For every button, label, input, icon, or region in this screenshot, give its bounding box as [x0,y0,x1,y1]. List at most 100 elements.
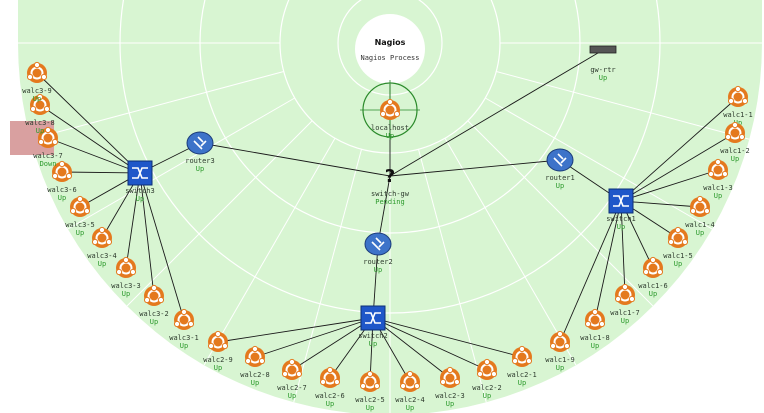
node-status: Up [556,364,564,372]
node-walc2-6[interactable]: walc2-6Up [315,366,345,408]
node-walc1-8[interactable]: walc1-8Up [580,308,610,350]
ubuntu-host-icon [707,158,729,180]
node-status: Up [599,74,607,82]
ubuntu-host-icon [91,226,113,248]
node-walc1-3[interactable]: walc1-3Up [703,158,733,200]
link-line [372,317,523,358]
node-label: walc3-7 [33,152,63,160]
link-line [217,317,374,343]
ubuntu-host-icon [359,370,381,392]
ubuntu-host-icon [29,93,51,115]
link-lines [36,49,739,383]
node-walc2-1[interactable]: walc2-1Up [507,345,537,387]
node-status: Up [406,404,414,412]
link-line [620,132,736,202]
node-walc3-3[interactable]: walc3-3Up [111,256,141,298]
node-status: Up [556,182,564,190]
node-label: walc3-4 [87,252,117,260]
ubuntu-host-icon [511,345,533,367]
node-walc3-8[interactable]: walc3-8Up [25,93,55,135]
node-walc3-5[interactable]: walc3-5Up [65,195,95,237]
node-walc3-1[interactable]: walc3-1Up [169,308,199,350]
node-walc1-9[interactable]: walc1-9Up [545,330,575,372]
node-walc1-6[interactable]: walc1-6Up [638,256,668,298]
node-walc2-5[interactable]: walc2-5Up [355,370,385,412]
node-walc1-1[interactable]: walc1-1Up [723,85,753,127]
node-walc2-4[interactable]: walc2-4Up [395,370,425,412]
radial-spoke [30,70,284,140]
node-label: walc3-6 [47,186,77,194]
node-walc3-4[interactable]: walc3-4Up [87,226,117,268]
radial-spoke [417,149,487,403]
node-label: walc1-4 [685,221,715,229]
link-line [372,317,488,371]
switch-icon [127,160,153,186]
node-walc2-2[interactable]: walc2-2Up [472,358,502,400]
node-label: walc1-8 [580,334,610,342]
node-walc1-4[interactable]: walc1-4Up [685,195,715,237]
link-line [61,171,141,174]
node-walc3-9[interactable]: walc3-9Up [22,61,52,103]
radial-spoke [496,70,750,140]
node-label: walc2-5 [355,396,385,404]
node-status: Up [326,400,334,408]
ubuntu-host-icon [143,284,165,306]
radial-spoke [126,120,313,307]
node-walc3-2[interactable]: walc3-2Up [139,284,169,326]
node-walc2-8[interactable]: walc2-8Up [240,345,270,387]
node-status: Up [251,379,259,387]
node-label: switch-gw [371,190,410,198]
node-status: Up [180,342,188,350]
node-walc1-5[interactable]: walc1-5Up [663,226,693,268]
node-walc2-7[interactable]: walc2-7Up [277,358,307,400]
node-label: walc2-3 [435,392,465,400]
nagios-process-circle [355,14,425,84]
node-label: walc2-8 [240,371,270,379]
radial-spoke [293,149,363,403]
node-status: Up [734,119,742,127]
link-line [39,104,141,174]
node-walc2-3[interactable]: walc2-3Up [435,366,465,408]
node-status: Up [617,223,625,231]
nagios-process-node[interactable]: Nagios Nagios Process [355,14,425,84]
router-icon [364,232,392,256]
node-status: Up [649,290,657,298]
node-walc2-9[interactable]: walc2-9Up [203,330,233,372]
node-status: Up [731,155,739,163]
ubuntu-host-icon [244,345,266,367]
switch-icon [608,188,634,214]
node-label: walc1-9 [545,356,575,364]
ubuntu-host-icon [727,85,749,107]
link-line [389,49,604,177]
node-status: Up [98,260,106,268]
node-walc1-7[interactable]: walc1-7Up [610,283,640,325]
node-status: Up [58,194,66,202]
node-walc3-6[interactable]: walc3-6Up [47,160,77,202]
node-label: walc2-1 [507,371,537,379]
node-walc1-2[interactable]: walc1-2Up [720,121,750,163]
ubuntu-host-icon [439,366,461,388]
link-line [36,72,141,174]
link-line [139,172,185,321]
node-label: walc1-7 [610,309,640,317]
ubuntu-host-icon [399,370,421,392]
link-line [559,200,622,343]
ubuntu-host-icon [37,126,59,148]
ubuntu-host-icon [642,256,664,278]
router-icon [546,148,574,172]
link-line [594,200,622,321]
node-label: walc1-5 [663,252,693,260]
node-status: Up [36,127,44,135]
